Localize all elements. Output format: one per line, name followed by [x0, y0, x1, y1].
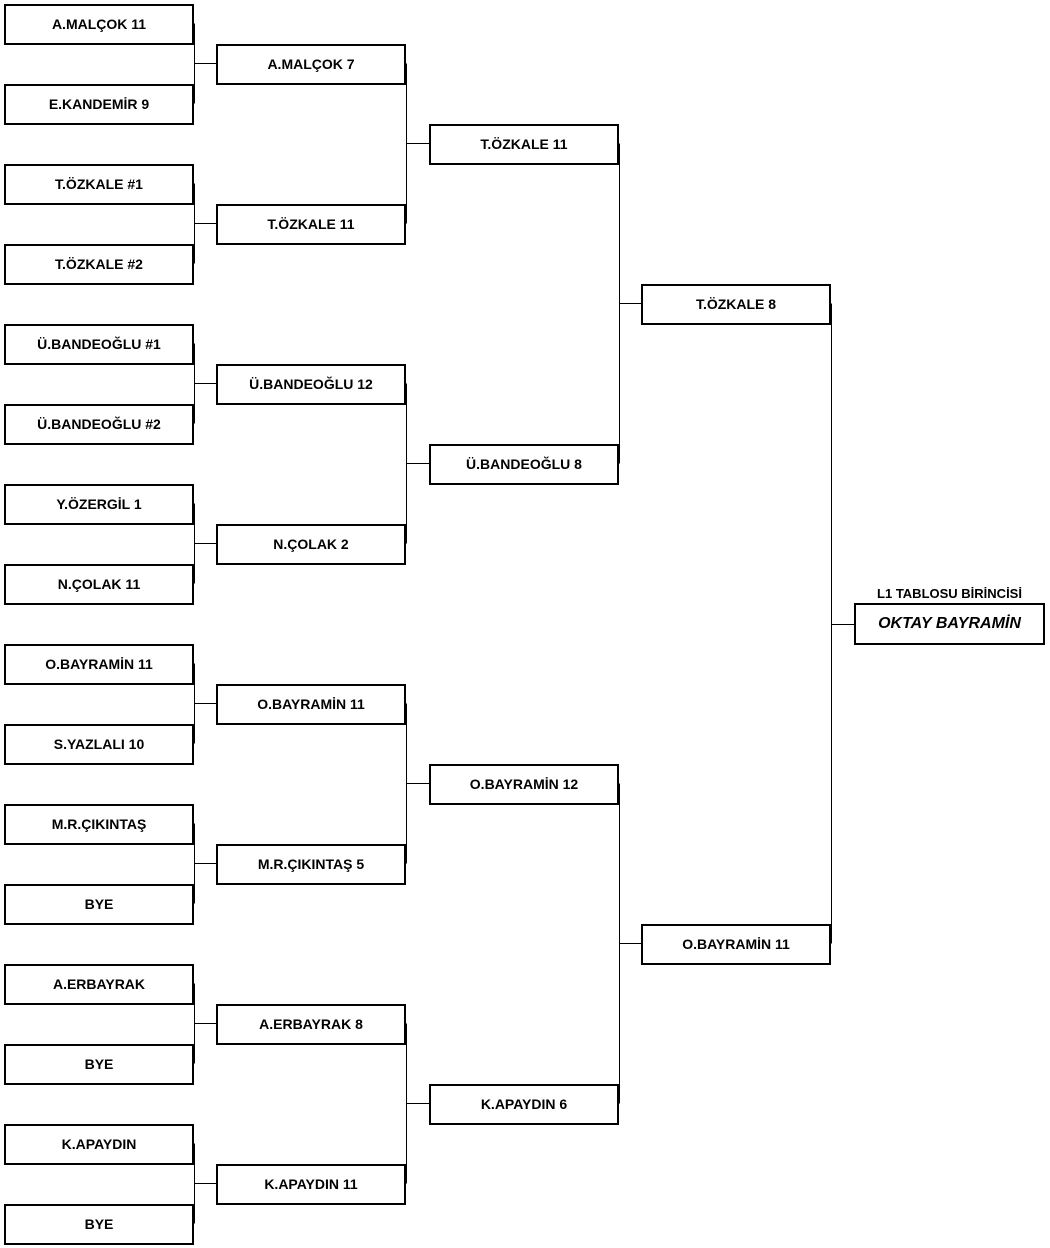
round1-player-box: A.MALÇOK 11	[4, 3, 194, 45]
round2-player-box: A.MALÇOK 7	[216, 43, 406, 85]
round1-player-box: O.BAYRAMİN 11	[4, 643, 194, 685]
semifinal-player-box: O.BAYRAMİN 11	[641, 923, 831, 965]
quarterfinal-player-box: T.ÖZKALE 11	[429, 123, 619, 165]
round1-player-box: T.ÖZKALE #2	[4, 243, 194, 285]
round1-player-box: BYE	[4, 883, 194, 925]
round1-player-box: N.ÇOLAK 11	[4, 563, 194, 605]
round1-player-box: S.YAZLALI 10	[4, 723, 194, 765]
round2-player-box: O.BAYRAMİN 11	[216, 683, 406, 725]
round1-player-box: A.ERBAYRAK	[4, 963, 194, 1005]
quarterfinal-player-box: Ü.BANDEOĞLU 8	[429, 443, 619, 485]
round2-player-box: M.R.ÇIKINTAŞ 5	[216, 843, 406, 885]
round1-player-box: Ü.BANDEOĞLU #1	[4, 323, 194, 365]
champion-box: OKTAY BAYRAMİN	[854, 603, 1045, 645]
round1-player-box: Y.ÖZERGİL 1	[4, 483, 194, 525]
round2-player-box: K.APAYDIN 11	[216, 1163, 406, 1205]
round1-player-box: E.KANDEMİR 9	[4, 83, 194, 125]
champion-title: L1 TABLOSU BİRİNCİSİ	[877, 586, 1022, 601]
round2-player-box: Ü.BANDEOĞLU 12	[216, 363, 406, 405]
round1-player-box: BYE	[4, 1203, 194, 1245]
round1-player-box: T.ÖZKALE #1	[4, 163, 194, 205]
round2-player-box: T.ÖZKALE 11	[216, 203, 406, 245]
round1-player-box: M.R.ÇIKINTAŞ	[4, 803, 194, 845]
round1-player-box: K.APAYDIN	[4, 1123, 194, 1165]
round1-player-box: Ü.BANDEOĞLU #2	[4, 403, 194, 445]
round2-player-box: N.ÇOLAK 2	[216, 523, 406, 565]
round2-player-box: A.ERBAYRAK 8	[216, 1003, 406, 1045]
semifinal-player-box: T.ÖZKALE 8	[641, 283, 831, 325]
quarterfinal-player-box: K.APAYDIN 6	[429, 1083, 619, 1125]
round1-player-box: BYE	[4, 1043, 194, 1085]
quarterfinal-player-box: O.BAYRAMİN 12	[429, 763, 619, 805]
